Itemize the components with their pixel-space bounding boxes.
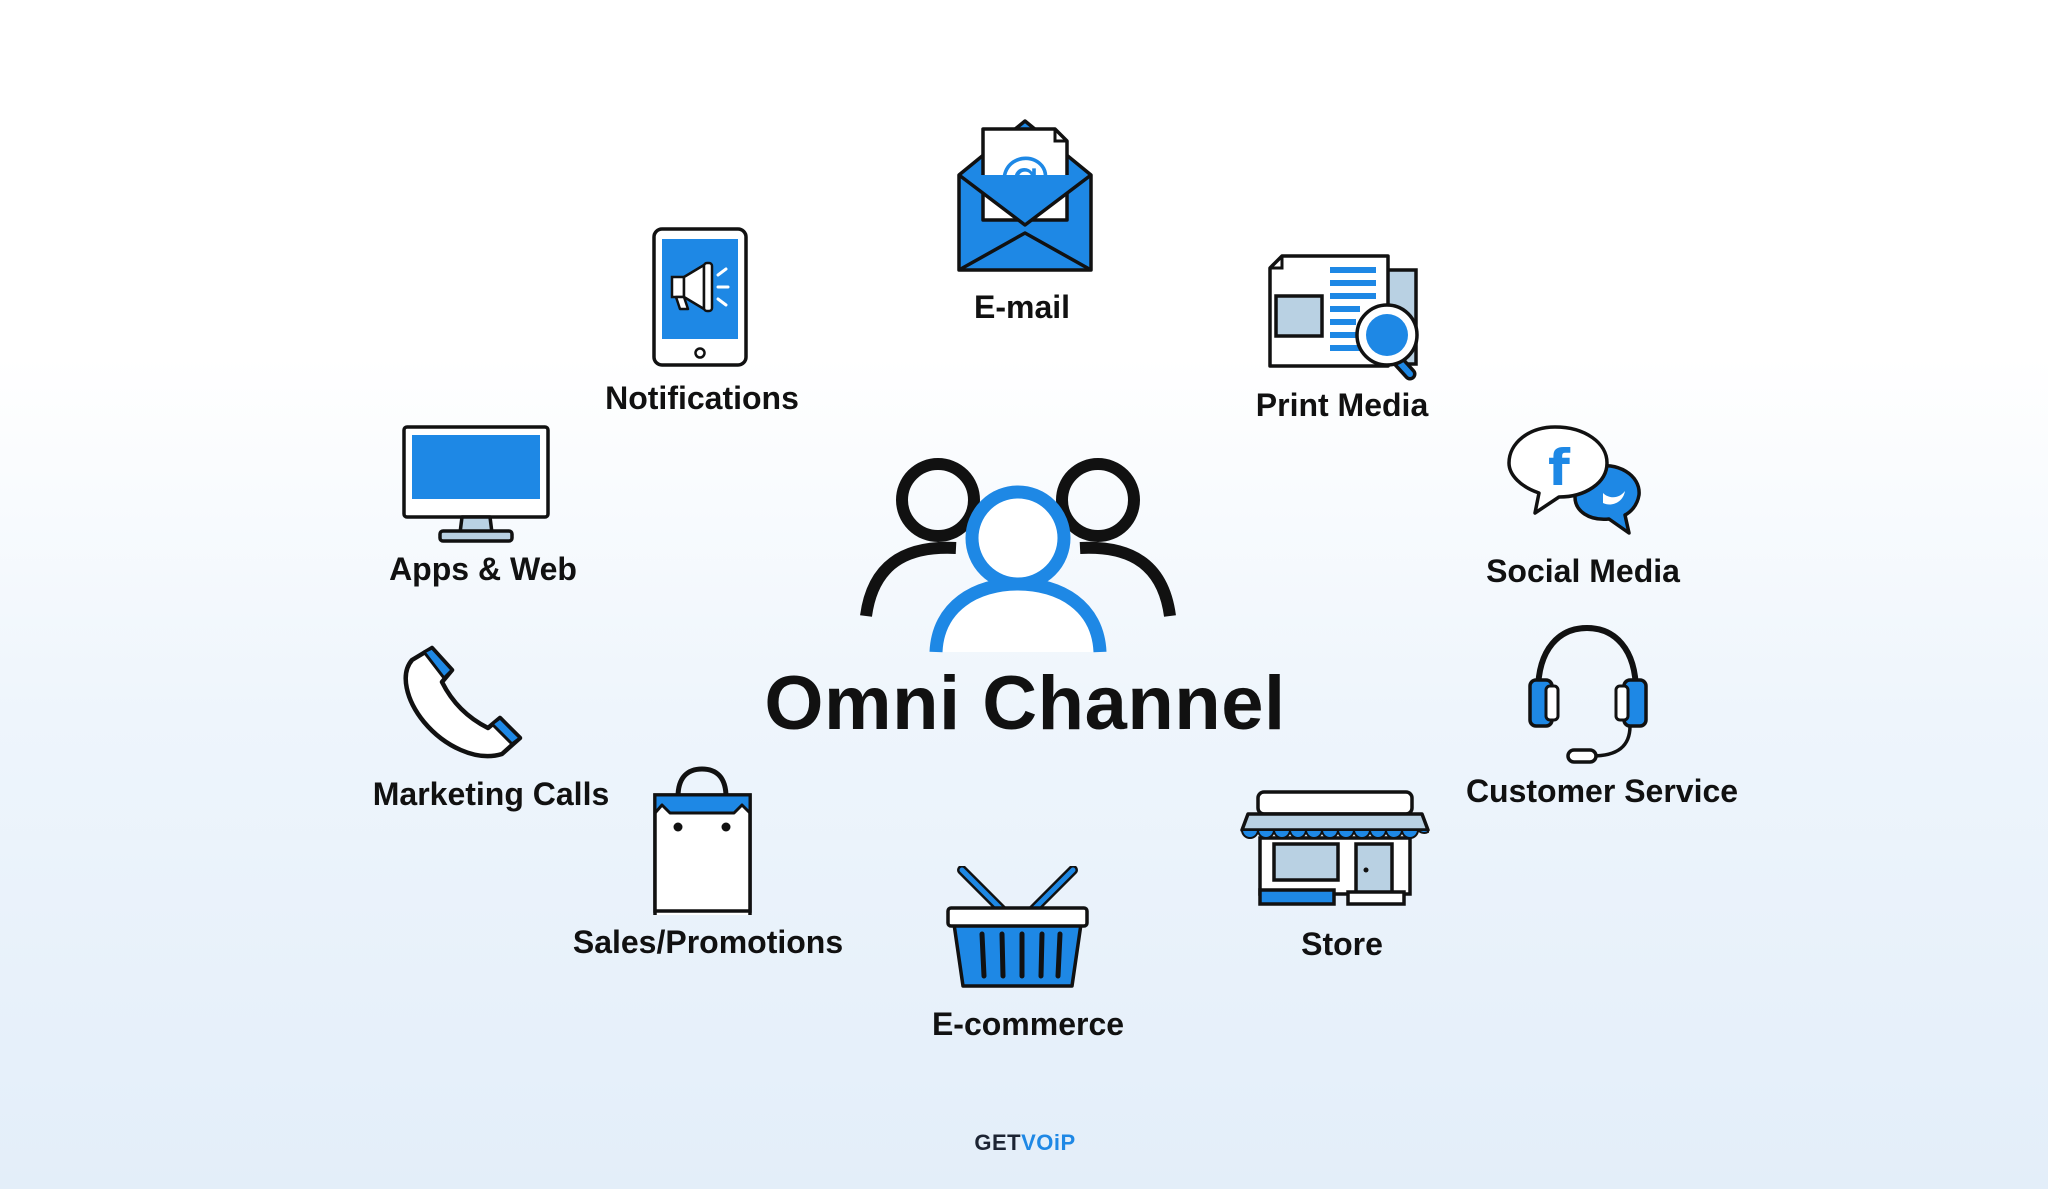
- store-label: Store: [1301, 926, 1383, 962]
- center-title: Omni Channel: [764, 661, 1286, 746]
- brand-logo-part1: GET: [974, 1130, 1022, 1155]
- sales-promotions-label: Sales/Promotions: [572, 924, 844, 960]
- social-bubbles-icon: f: [1507, 425, 1641, 535]
- headset-icon: [1528, 624, 1648, 764]
- brand-logo-part2: VOiP: [1021, 1130, 1076, 1155]
- email-label: E-mail: [973, 289, 1071, 325]
- newspaper-magnifier-icon: [1268, 254, 1419, 381]
- shopping-bag-icon: [653, 766, 752, 915]
- social-media-label: Social Media: [1486, 553, 1680, 589]
- desktop-monitor-icon: [402, 425, 550, 543]
- print-media-label: Print Media: [1255, 387, 1429, 423]
- brand-logo: GETVOiP: [974, 1132, 1075, 1154]
- users-group-icon: [860, 458, 1176, 653]
- customer-service-label: Customer Service: [1465, 773, 1739, 809]
- phone-handset-icon: [403, 645, 523, 759]
- email-envelope-icon: @: [957, 119, 1093, 272]
- tablet-megaphone-icon: [652, 227, 748, 367]
- marketing-calls-label: Marketing Calls: [372, 776, 610, 812]
- ecommerce-label: E-commerce: [931, 1006, 1125, 1042]
- svg-text:f: f: [1548, 439, 1571, 497]
- storefront-icon: [1240, 790, 1430, 906]
- apps-web-label: Apps & Web: [389, 551, 577, 587]
- notifications-label: Notifications: [605, 380, 799, 416]
- shopping-basket-icon: [946, 866, 1089, 988]
